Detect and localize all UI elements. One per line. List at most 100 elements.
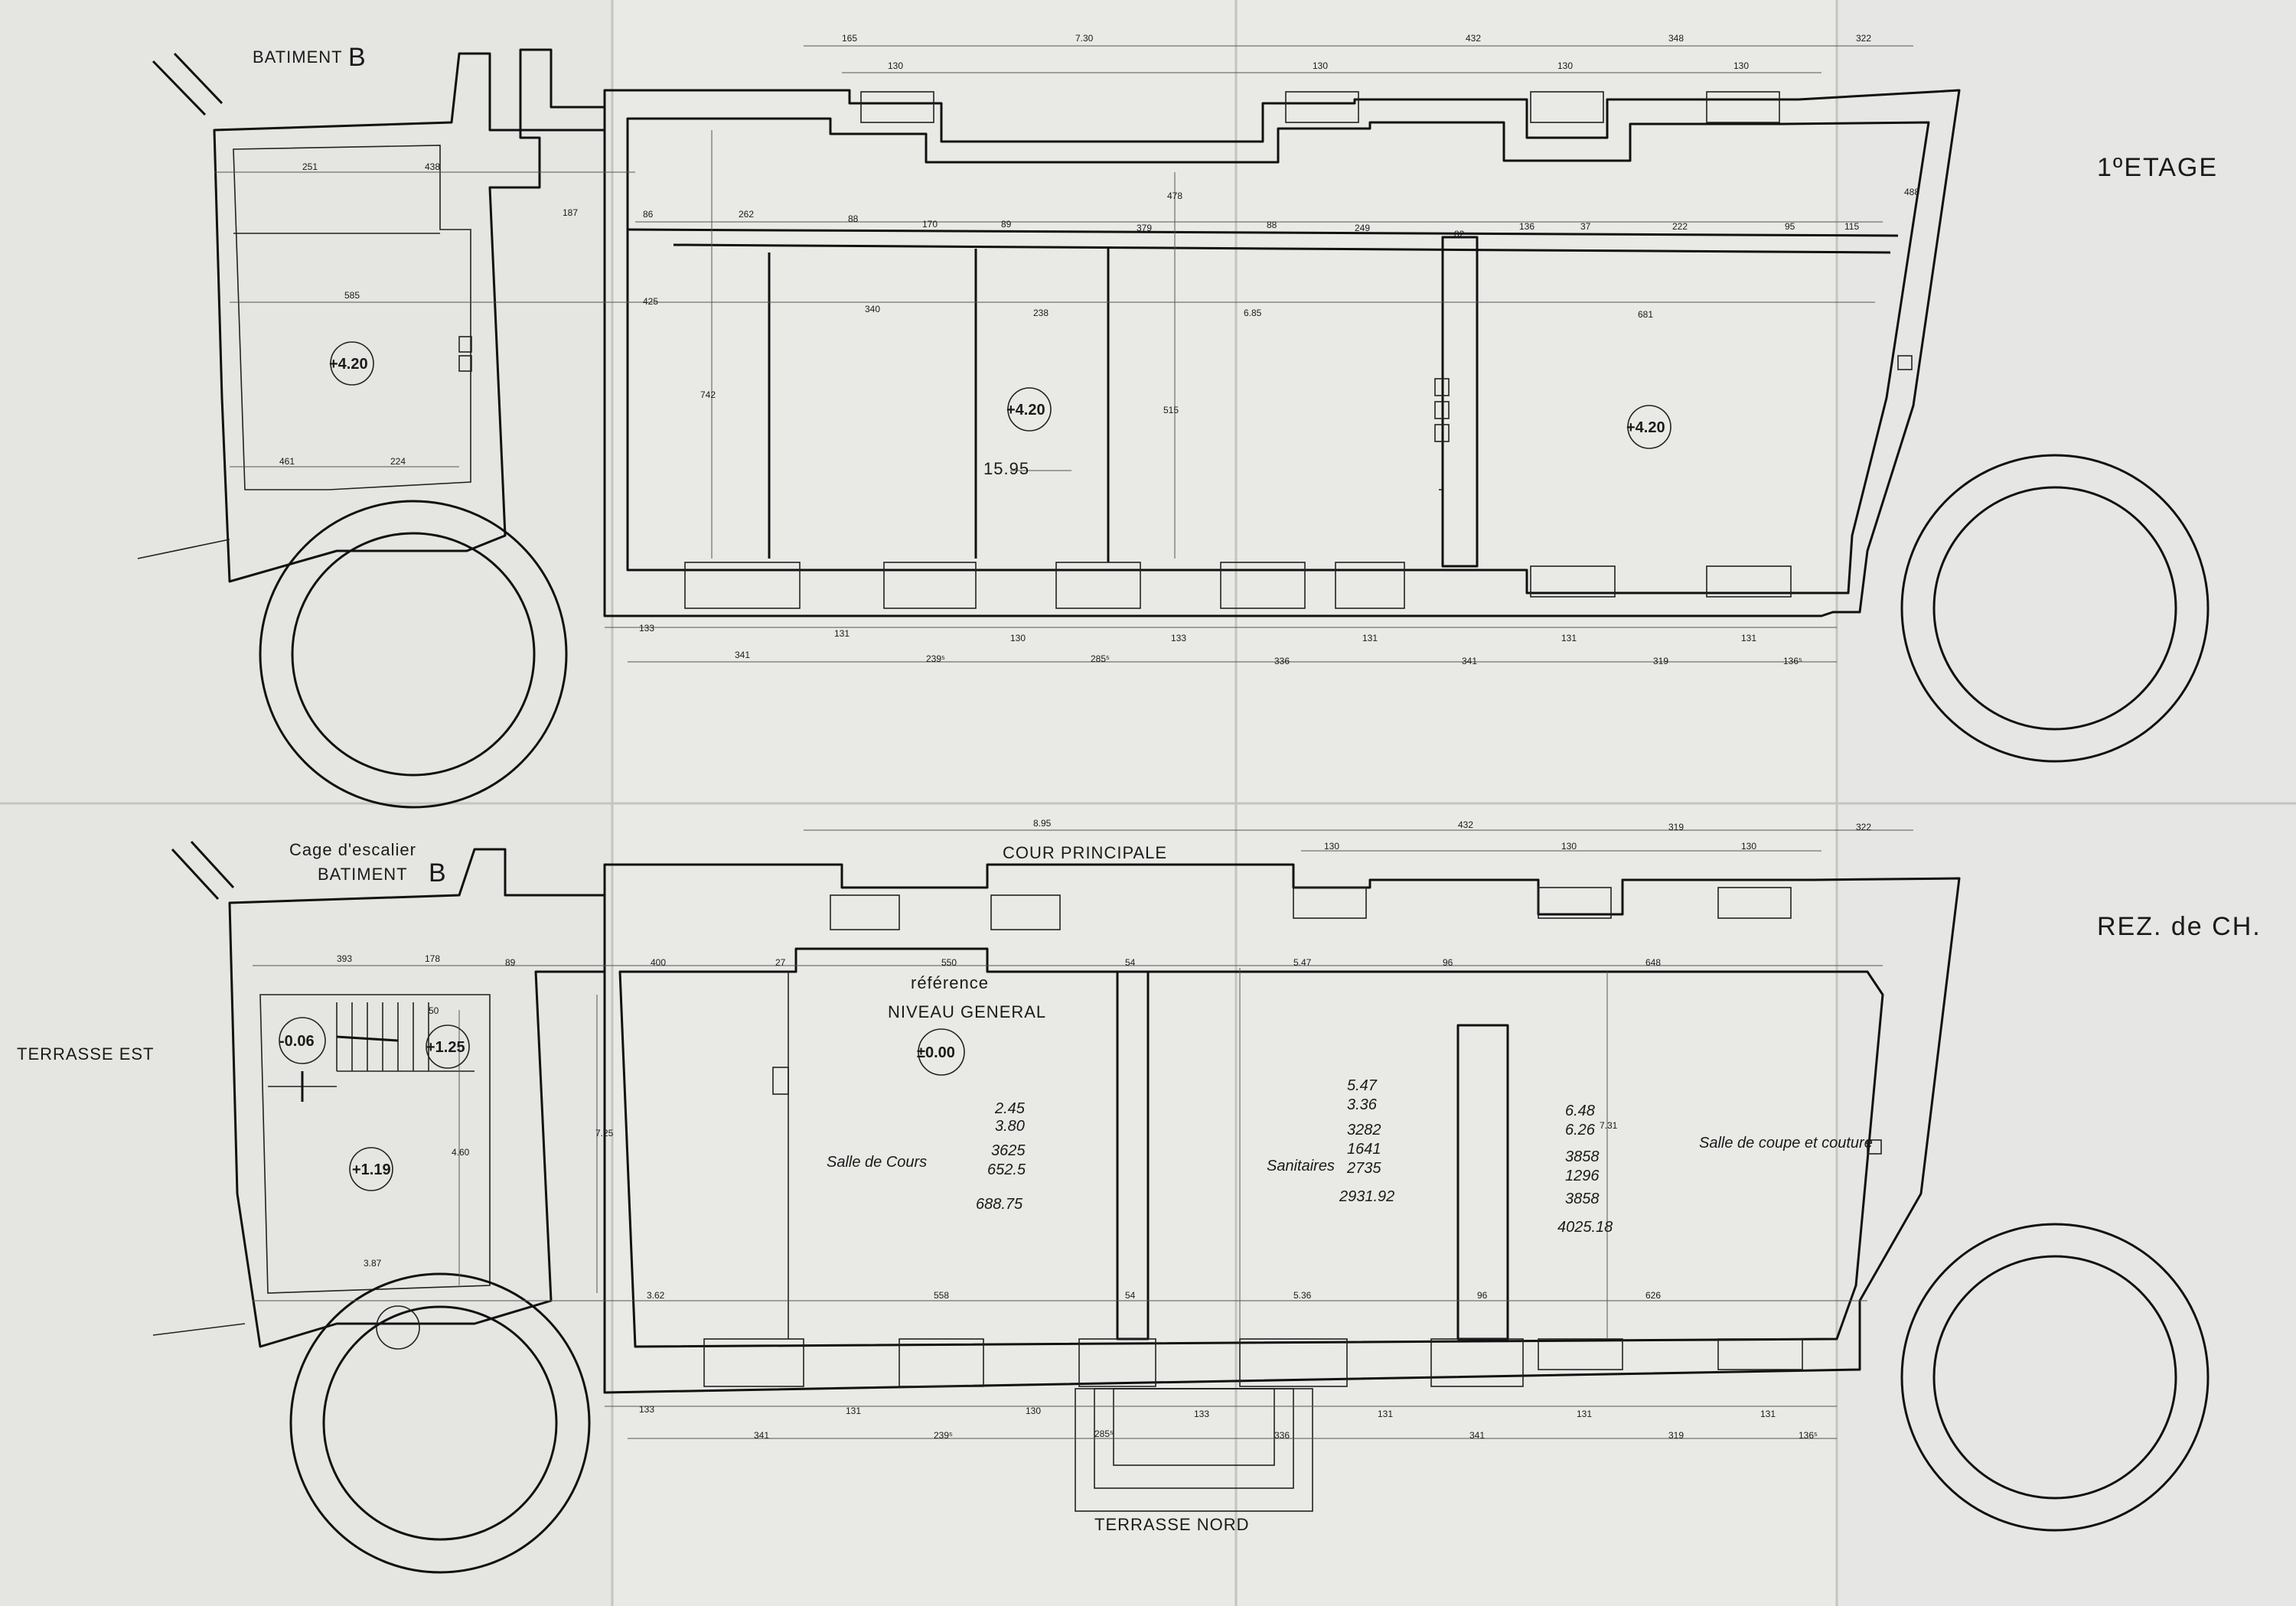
upper-dim-bottom: 131 xyxy=(1741,633,1756,643)
upper-building-letter: B xyxy=(348,43,367,72)
lower-level-marker-2 xyxy=(426,1025,470,1069)
upper-corridor-wall-bottom xyxy=(673,243,1891,254)
upper-dim-bottom: 131 xyxy=(1561,633,1577,643)
upper-entry-diagonal-2 xyxy=(173,52,223,105)
upper-building-label: BATIMENT xyxy=(253,47,343,67)
upper-dim-mid: 425 xyxy=(643,296,658,307)
upper-dim-inner: 88 xyxy=(848,213,859,224)
upper-dim-inner: 170 xyxy=(922,219,938,230)
upper-dim-bottom: 131 xyxy=(834,628,850,639)
lower-dim-bottom-total: 285⁵ xyxy=(1094,1428,1114,1439)
lower-dim-top: 319 xyxy=(1668,822,1684,832)
hand-calc-1-line: 3.80 xyxy=(995,1118,1025,1135)
upper-dim-top: 165 xyxy=(842,33,857,44)
lower-right-tower-outer xyxy=(1900,1223,2210,1532)
upper-dim-bottom-total: 239⁵ xyxy=(926,653,945,664)
upper-dim-mid: 488 xyxy=(1904,187,1919,197)
hand-calc-3-line: 3858 xyxy=(1565,1191,1600,1207)
upper-dim-mid: 340 xyxy=(865,304,880,314)
lower-dim-bottom: 131 xyxy=(1760,1409,1776,1419)
lower-dim-mid: 5.36 xyxy=(1293,1290,1312,1301)
lower-dim-mid: 626 xyxy=(1645,1290,1661,1301)
upper-corridor-wall-top xyxy=(627,228,1899,237)
lower-dim-inner: 5.47 xyxy=(1293,957,1312,968)
upper-dim-mid: 585 xyxy=(344,290,360,301)
lower-dim-mid: 3.87 xyxy=(364,1258,382,1269)
lower-dim-inner: 27 xyxy=(775,957,786,968)
lower-dim-mid: 54 xyxy=(1125,1290,1136,1301)
lower-dim-inner: 178 xyxy=(425,953,440,964)
hand-room-2: Sanitaires xyxy=(1267,1158,1335,1174)
upper-dim-mid: 681 xyxy=(1638,309,1653,320)
upper-chimney-flues xyxy=(458,336,1913,442)
upper-dim-bottom: 130 xyxy=(1010,633,1026,643)
upper-level-value-1: +4.20 xyxy=(329,356,368,373)
lower-dimension-lines xyxy=(253,829,1913,1439)
lower-left-tower-outer xyxy=(289,1272,591,1574)
lower-dim-top: 130 xyxy=(1324,841,1339,852)
upper-level-marker-1 xyxy=(330,341,374,386)
lower-dim-mid: 558 xyxy=(934,1290,949,1301)
lower-entry-diagonal-1 xyxy=(171,848,220,901)
hand-calc-3-line: 6.26 xyxy=(1565,1122,1596,1139)
lower-entry-diagonal-2 xyxy=(190,840,235,889)
lower-reference-label: référence xyxy=(911,973,989,992)
hand-calc-1-line: 688.75 xyxy=(976,1196,1023,1213)
upper-window-niches-top xyxy=(860,91,1780,123)
lower-dim-inner: 648 xyxy=(1645,957,1661,968)
upper-dim-inner: 89 xyxy=(1001,219,1012,230)
hand-calc-1-line: 652.5 xyxy=(987,1161,1026,1178)
lower-stair-label: Cage d'escalier xyxy=(289,840,416,859)
lower-dim-top: 8.95 xyxy=(1033,818,1052,829)
lower-dim-bottom-total: 336 xyxy=(1274,1430,1290,1441)
lower-building-letter: B xyxy=(429,858,448,888)
lower-dim-mid: 50 xyxy=(429,1005,439,1016)
lower-dim-top: 130 xyxy=(1561,841,1577,852)
lower-level-marker-1 xyxy=(279,1017,326,1064)
upper-dim-bottom-total: 319 xyxy=(1653,656,1668,666)
lower-level-value-2: +1.25 xyxy=(426,1039,465,1056)
upper-dim-top: 322 xyxy=(1856,33,1871,44)
lower-dim-mid: 96 xyxy=(1477,1290,1488,1301)
upper-dim-bottom: 131 xyxy=(1362,633,1378,643)
lower-dimension-texts: 8.95 432 319 322 130 130 130 393 178 89 … xyxy=(337,818,1871,1441)
upper-dim-inner: 222 xyxy=(1672,221,1688,232)
hand-calc-3: 6.48 6.26 3858 1296 3858 4025.18 xyxy=(1557,1103,1613,1236)
lower-entry-line xyxy=(152,1323,246,1336)
upper-dim-bottom-total: 336 xyxy=(1274,656,1290,666)
lower-level-value-3: +1.19 xyxy=(352,1161,391,1178)
lower-window-niches xyxy=(703,1338,1803,1387)
upper-dim-mid: 238 xyxy=(1033,308,1049,318)
lower-level-value-1: -0.06 xyxy=(279,1033,315,1050)
lower-dim-bottom: 133 xyxy=(1194,1409,1209,1419)
upper-dim-top: 130 xyxy=(1733,60,1749,71)
upper-dim-inner: 249 xyxy=(1355,223,1370,233)
lower-dim-mid: 3.62 xyxy=(647,1290,665,1301)
upper-dim-mid: 6.85 xyxy=(1244,308,1262,318)
lower-right-tower-inner xyxy=(1932,1255,2177,1500)
upper-left-tower-inner xyxy=(291,532,536,777)
lower-flue-2 xyxy=(1867,1139,1882,1155)
upper-plan xyxy=(137,45,2210,809)
lower-reference-level: ±0.00 xyxy=(917,1044,955,1061)
upper-dim-inner: 251 xyxy=(302,161,318,172)
hand-calc-2-line: 5.47 xyxy=(1347,1077,1378,1094)
upper-level-marker-3 xyxy=(1627,405,1671,449)
upper-dim-mid: 478 xyxy=(1167,191,1182,201)
lower-left-tower-inner xyxy=(322,1305,558,1541)
lower-dim-top: 432 xyxy=(1458,819,1473,830)
lower-small-turret xyxy=(376,1305,420,1350)
hand-calc-2: 5.47 3.36 3282 1641 2735 2931.92 xyxy=(1339,1077,1394,1205)
lower-dim-bottom: 131 xyxy=(1378,1409,1393,1419)
lower-plan xyxy=(152,829,2210,1574)
lower-dim-inner: 54 xyxy=(1125,957,1136,968)
upper-level-value-3: +4.20 xyxy=(1626,419,1665,436)
lower-dim-bottom-total: 341 xyxy=(1469,1430,1485,1441)
lower-dim-mid: 7.25 xyxy=(595,1128,614,1139)
hand-calc-1-line: 2.45 xyxy=(994,1100,1026,1117)
upper-dim-inner: 82 xyxy=(1454,229,1465,239)
upper-center-span: 15.95 xyxy=(983,459,1029,478)
upper-left-tower-outer xyxy=(259,500,568,809)
upper-dim-top: 7.30 xyxy=(1075,33,1094,44)
lower-dim-inner: 550 xyxy=(941,957,957,968)
